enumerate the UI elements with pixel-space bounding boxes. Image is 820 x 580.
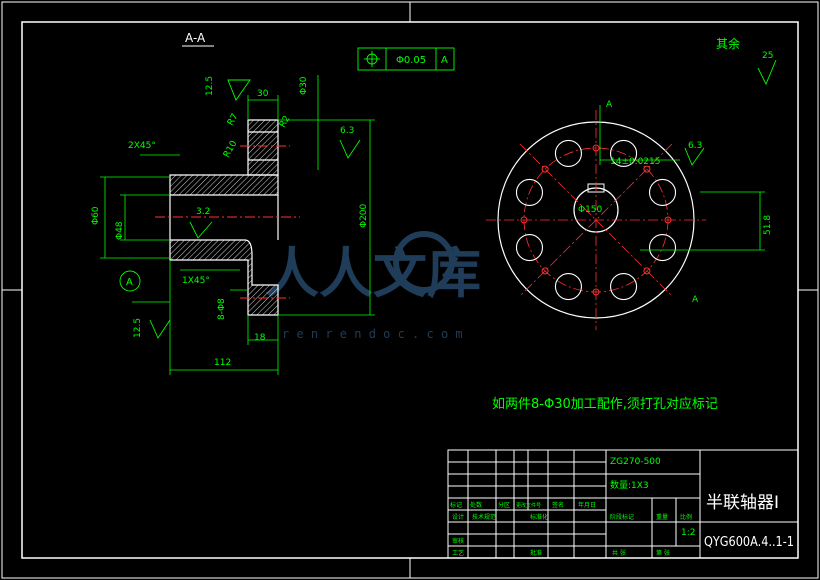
- section-arrow-top: A: [606, 100, 613, 110]
- dim-key-depth: 51.8: [763, 215, 773, 235]
- tb-row-label-4: 签名: [552, 501, 564, 509]
- tb-material: ZG270-500: [610, 457, 661, 467]
- section-arrow-bottom: A: [692, 295, 699, 305]
- dim-chamfer-top: 2X45°: [128, 141, 156, 151]
- dim-bore-small: Φ48: [115, 221, 125, 240]
- pin-hole: [664, 216, 672, 224]
- pin-hole: [643, 267, 651, 275]
- tb-sheet: 第 张: [656, 549, 670, 557]
- section-body: [169, 119, 279, 316]
- pin-hole: [541, 267, 549, 275]
- dim-bore-dia: Φ30: [299, 76, 309, 95]
- section-dims: [100, 75, 375, 375]
- dim-pcd-150: Φ150: [578, 205, 603, 215]
- finish-bore: 3.2: [196, 207, 210, 217]
- bolt-holes: [515, 139, 677, 301]
- tb-row-label-2: 分区: [498, 501, 510, 509]
- tolerance-datum: A: [441, 55, 448, 66]
- tb-process: 工艺: [452, 549, 464, 557]
- section-label: A-A: [185, 31, 206, 45]
- dim-left-dia: Φ60: [91, 206, 101, 225]
- bolt-hole: [648, 234, 677, 262]
- tb-row-label-3: 更改文件号: [516, 502, 541, 509]
- tb-weight: 重量: [656, 513, 668, 521]
- tb-quantity: 数量:1X3: [610, 479, 649, 491]
- dim-r7: R7: [226, 112, 241, 127]
- end-view-dims: [599, 105, 765, 251]
- tb-designer: 设计: [452, 513, 464, 521]
- pin-hole: [592, 144, 600, 152]
- tolerance-value: Φ0.05: [396, 55, 426, 66]
- note: 如两件8-Φ30加工配作,须打孔对应标记: [492, 396, 718, 412]
- tb-sheets: 共 张: [612, 549, 626, 557]
- bolt-hole: [515, 234, 544, 262]
- bolt-hole: [554, 139, 582, 168]
- end-view: [486, 110, 706, 330]
- dim-width-18: 18: [254, 333, 266, 343]
- surface-symbols: [149, 59, 777, 339]
- tb-row-label-5: 年月日: [578, 501, 596, 509]
- tb-approve: 批准: [530, 549, 542, 557]
- pin-hole: [541, 165, 549, 173]
- tb-std: 标准化: [530, 513, 548, 521]
- pin-hole: [520, 216, 528, 224]
- datum-marker-circle: [119, 270, 141, 292]
- pin-hole: [643, 165, 651, 173]
- watermark-text: 人人文库: [265, 242, 481, 305]
- tb-designer-name: 技术规范: [472, 513, 496, 521]
- dim-length-112: 112: [214, 358, 231, 368]
- tb-stage: 阶段标记: [610, 513, 634, 521]
- watermark: 人人文库 r e n r e n d o c . c o m: [265, 231, 481, 341]
- tb-scale: 1:2: [681, 528, 695, 538]
- finish-bottom-left: 12.5: [133, 318, 143, 338]
- section-centerlines: [155, 145, 300, 299]
- dim-r2: R2: [278, 114, 293, 129]
- tb-part-name: 半联轴器I: [706, 493, 779, 513]
- watermark-url: r e n r e n d o c . c o m: [282, 327, 463, 341]
- finish-hub-right: 6.3: [340, 126, 354, 136]
- dim-r10: R10: [222, 139, 240, 160]
- finish-rest-label: 其余: [716, 36, 740, 51]
- finish-rest-value: 25: [762, 51, 773, 61]
- dim-chamfer-bottom: 1X45°: [182, 276, 210, 286]
- finish-face-left: 12.5: [205, 76, 215, 96]
- pin-hole: [592, 288, 600, 296]
- dim-hub-dia: Φ200: [359, 203, 369, 228]
- bolt-hole: [610, 139, 638, 168]
- dim-slot: 8-Φ8: [217, 298, 227, 320]
- bolt-hole: [610, 272, 638, 301]
- tb-review: 审核: [452, 537, 464, 545]
- tb-drawing-no: QYG600A.4..1-1: [704, 535, 794, 550]
- bolt-hole: [515, 178, 544, 206]
- tb-scale-label: 比例: [680, 513, 692, 521]
- finish-disk-hole: 6.3: [688, 141, 702, 151]
- bolt-hole: [554, 272, 582, 301]
- dim-30: 30: [257, 89, 269, 99]
- bolt-hole: [648, 178, 677, 206]
- tb-row-label-0: 标记: [450, 501, 462, 509]
- datum-marker-label: A: [126, 277, 133, 288]
- tb-row-label-1: 处数: [470, 501, 482, 509]
- tolerance-frame: [357, 47, 455, 71]
- dim-keyway: 14±0.0215: [610, 157, 660, 167]
- title-block: [447, 449, 799, 559]
